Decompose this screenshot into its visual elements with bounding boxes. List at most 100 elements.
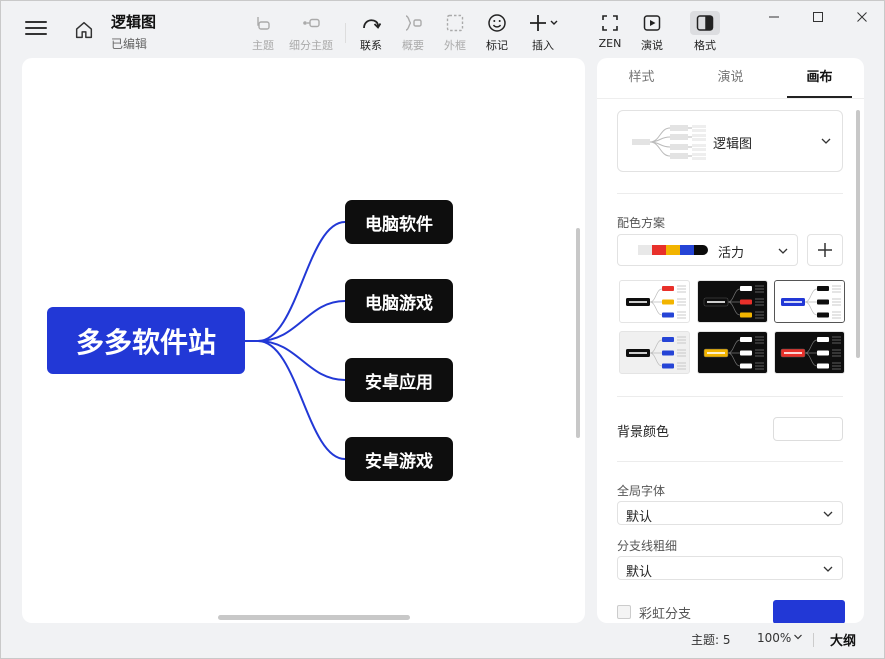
format-button[interactable]: 格式	[681, 11, 729, 53]
minimize-icon[interactable]	[752, 1, 796, 33]
theme-card-4[interactable]	[619, 331, 690, 374]
scheme-swatch-4	[680, 245, 694, 255]
boundary-button[interactable]: 外框	[431, 13, 479, 53]
child-topic-1[interactable]: 电脑软件	[345, 200, 453, 244]
panel-scrollbar[interactable]	[856, 110, 860, 358]
theme-card-1[interactable]	[619, 280, 690, 323]
theme-card-6[interactable]	[774, 331, 845, 374]
background-color-picker[interactable]	[773, 417, 843, 441]
branch-line-3	[257, 340, 346, 381]
logic-chart-thumbnail-icon	[632, 125, 706, 160]
toolbar-separator	[345, 23, 346, 43]
maximize-icon[interactable]	[796, 1, 840, 33]
tabs-divider	[597, 98, 864, 99]
status-bar: 主题: 5 100% 大纲	[1, 627, 884, 659]
close-icon[interactable]	[840, 1, 884, 33]
chevron-down-icon	[823, 566, 833, 572]
child-topic-2[interactable]: 电脑游戏	[345, 279, 453, 323]
toolbar: 逻辑图 已编辑 主题 细分主题 联系 概要 外框 标记 插入	[1, 1, 884, 57]
summary-label: 概要	[402, 39, 424, 52]
divider	[617, 461, 843, 462]
zoom-value: 100%	[757, 631, 792, 645]
structure-dropdown[interactable]: 逻辑图	[617, 110, 843, 172]
smiley-icon	[488, 14, 506, 32]
zen-button[interactable]: ZEN	[586, 13, 634, 53]
marker-button[interactable]: 标记	[473, 13, 521, 53]
branch-line-4	[257, 340, 346, 460]
plus-icon	[530, 15, 558, 31]
canvas-vertical-scrollbar[interactable]	[576, 228, 580, 438]
insert-label: 插入	[532, 39, 554, 52]
tab-style[interactable]: 样式	[628, 70, 655, 85]
canvas-horizontal-scrollbar[interactable]	[218, 615, 410, 620]
present-button[interactable]: 演说	[628, 13, 676, 53]
format-panel: 样式 演说 画布 逻辑图 配色方案	[597, 58, 864, 623]
chevron-down-icon	[794, 634, 803, 640]
rainbow-branch-label: 彩虹分支	[639, 607, 692, 622]
topic-button[interactable]: 主题	[239, 13, 287, 53]
subtopic-button[interactable]: 细分主题	[287, 13, 335, 53]
theme-card-2[interactable]	[697, 280, 768, 323]
marker-label: 标记	[486, 39, 508, 52]
color-scheme-label: 配色方案	[617, 216, 666, 230]
divider	[617, 396, 843, 397]
boundary-label: 外框	[444, 39, 466, 52]
scheme-swatch-2	[652, 245, 666, 255]
branch-lines	[244, 221, 346, 460]
tab-canvas[interactable]: 画布	[775, 58, 864, 98]
theme-preview-icon	[626, 336, 686, 370]
global-font-dropdown[interactable]: 默认	[617, 501, 843, 525]
theme-preview-icon	[780, 336, 841, 370]
tab-presentation[interactable]: 演说	[717, 70, 744, 85]
panel-tabs: 样式 演说 画布	[597, 58, 864, 98]
menu-icon[interactable]	[25, 21, 47, 41]
window-controls	[752, 1, 884, 33]
document-title[interactable]: 逻辑图	[111, 13, 157, 31]
theme-card-5[interactable]	[697, 331, 768, 374]
chevron-down-icon	[778, 248, 788, 254]
theme-preview-icon	[781, 285, 841, 319]
color-scheme-name: 活力	[718, 246, 745, 261]
chevron-down-icon	[823, 511, 833, 517]
summary-icon	[405, 15, 422, 31]
plus-icon	[818, 243, 832, 257]
child-topic-3[interactable]: 安卓应用	[345, 358, 453, 402]
color-scheme-dropdown[interactable]: 活力	[617, 234, 798, 266]
home-icon[interactable]	[73, 19, 95, 41]
theme-preview-icon	[626, 285, 686, 319]
relation-icon	[363, 19, 381, 29]
theme-preview-icon	[703, 336, 764, 370]
topic-label: 主题	[252, 39, 274, 52]
mindmap-canvas[interactable]: 多多软件站 电脑软件 电脑游戏 安卓应用 安卓游戏	[22, 58, 585, 623]
structure-name: 逻辑图	[713, 137, 753, 152]
play-icon	[643, 15, 661, 31]
global-font-label: 全局字体	[617, 484, 666, 498]
zen-label: ZEN	[598, 37, 622, 50]
document-status: 已编辑	[111, 37, 148, 51]
outline-button[interactable]: 大纲	[830, 634, 857, 649]
global-font-value: 默认	[626, 510, 653, 525]
summary-button[interactable]: 概要	[389, 13, 437, 53]
format-label: 格式	[694, 39, 716, 52]
branch-width-dropdown[interactable]: 默认	[617, 556, 843, 580]
child-topic-4[interactable]: 安卓游戏	[345, 437, 453, 481]
root-topic[interactable]: 多多软件站	[47, 307, 245, 374]
fullscreen-icon	[602, 15, 618, 31]
topic-icon	[257, 17, 270, 30]
add-color-scheme-button[interactable]	[807, 234, 843, 266]
branch-width-value: 默认	[626, 565, 653, 580]
branch-line-1	[257, 221, 346, 342]
subtopic-icon	[303, 18, 320, 28]
relation-button[interactable]: 联系	[347, 13, 395, 53]
scheme-swatch-5	[694, 245, 708, 255]
subtopic-label: 细分主题	[289, 39, 333, 52]
theme-preview-icon	[703, 285, 764, 319]
zoom-level[interactable]: 100%	[757, 631, 803, 645]
insert-button[interactable]: 插入	[519, 13, 567, 53]
branch-color-button[interactable]	[773, 600, 845, 623]
rainbow-branch-checkbox[interactable]	[617, 605, 631, 619]
boundary-icon	[446, 14, 464, 32]
theme-card-3[interactable]	[772, 278, 847, 325]
chevron-down-icon	[821, 138, 831, 144]
